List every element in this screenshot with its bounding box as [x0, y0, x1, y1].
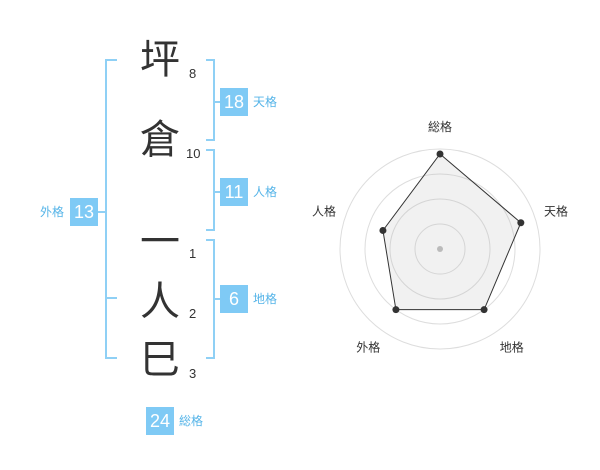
soukaku-badge: 24	[146, 407, 174, 435]
name-char-3: 一	[140, 219, 180, 265]
radar-axis-label-3: 地格	[500, 340, 524, 355]
jinkaku-label: 人格	[253, 185, 278, 199]
radar-axis-label-4: 外格	[356, 340, 380, 355]
gaikaku-label: 外格	[40, 205, 65, 219]
radar-ring	[389, 198, 491, 300]
radar-point-5	[379, 226, 387, 234]
stroke-count-1: 8	[189, 66, 197, 81]
stroke-count-4: 2	[189, 306, 197, 321]
radar-point-4	[392, 306, 400, 314]
chikaku-label: 地格	[253, 292, 278, 306]
radar-series-polygon	[382, 153, 522, 311]
stroke-count-2: 10	[186, 146, 201, 161]
radar-axis-label-2: 天格	[544, 203, 568, 218]
radar-ring	[364, 173, 516, 325]
chikaku-badge: 6	[220, 285, 248, 313]
radar-center-dot	[437, 246, 443, 252]
radar-axis-label-1: 総格	[428, 119, 452, 134]
radar-point-3	[480, 306, 488, 314]
gaikaku-bracket	[105, 59, 117, 359]
name-char-2: 倉	[140, 117, 180, 163]
radar-point-1	[436, 150, 444, 158]
radar-axis-label-5: 人格	[312, 203, 336, 218]
stroke-count-3: 1	[189, 246, 197, 261]
jinkaku-badge: 11	[220, 178, 248, 206]
name-char-5: 巳	[140, 337, 180, 383]
radar-ring	[339, 148, 541, 350]
tenkaku-label: 天格	[253, 95, 278, 109]
name-char-4: 人	[140, 279, 180, 325]
soukaku-label: 総格	[179, 414, 204, 428]
tenkaku-bracket	[206, 59, 215, 141]
radar-point-2	[517, 219, 525, 227]
radar-ring	[414, 223, 466, 275]
name-char-1: 坪	[140, 37, 180, 83]
tenkaku-badge: 18	[220, 88, 248, 116]
stroke-count-5: 3	[189, 366, 197, 381]
gaikaku-badge: 13	[70, 198, 98, 226]
jinkaku-bracket	[206, 149, 215, 231]
